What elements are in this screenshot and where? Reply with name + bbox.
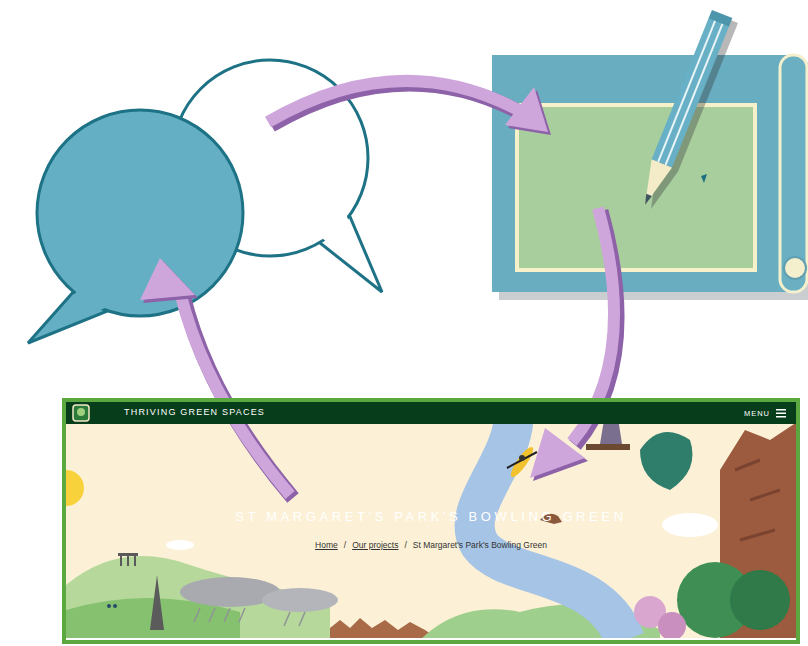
arrow-body: [180, 292, 290, 495]
tree: [730, 570, 790, 630]
crumb-text-group: Home / Our projects / St Margaret's Park's B…: [66, 540, 796, 550]
scroll-roll-end: [784, 257, 806, 279]
rock-cracks: [735, 460, 780, 540]
breadcrumb-separator: /: [344, 540, 346, 550]
small-cloud: [166, 540, 194, 550]
cycle-arrows: [180, 81, 617, 498]
teal-bubble-join: [36, 288, 112, 337]
site-header-bar: THRIVING GREEN SPACES MENU: [66, 402, 796, 424]
monument-column: [127, 556, 129, 566]
monument-column: [120, 556, 122, 566]
pencil-lead: [642, 194, 652, 206]
rain-cloud: [262, 588, 338, 612]
menu-icon-line: [776, 409, 786, 411]
arrowhead: [505, 87, 548, 132]
page-illustration: [66, 402, 796, 638]
pencil-stripe: [666, 23, 723, 165]
pencil-wood: [635, 159, 672, 209]
kayaker: [519, 455, 525, 461]
breadcrumb-link: Home: [315, 540, 338, 550]
page-title: ST MARGARET'S PARK'S BOWLING GREEN: [235, 509, 626, 524]
menu-icon-line: [776, 416, 786, 418]
menu-icon: [776, 409, 786, 418]
site-logo: [72, 404, 90, 422]
site-name: THRIVING GREEN SPACES: [124, 407, 265, 417]
arrowhead: [140, 258, 195, 300]
pencil-body: [652, 17, 730, 167]
leaves: [640, 432, 693, 490]
logo-badge: [73, 405, 89, 421]
title-text-group: ST MARGARET'S PARK'S BOWLING GREEN: [66, 509, 796, 524]
rain-lines: [194, 608, 305, 626]
web-page-frame: THRIVING GREEN SPACES MENU ST MARGARET'S P…: [62, 398, 800, 644]
logo-tree: [77, 408, 85, 416]
town-roofs: [330, 618, 440, 638]
breadcrumb-separator: /: [404, 540, 406, 550]
left-text-group: THRIVING GREEN SPACES: [124, 407, 265, 417]
right-text-group: MENU: [744, 409, 770, 418]
blossom: [658, 612, 686, 638]
breadcrumb-link: Our projects: [352, 540, 398, 550]
scroll-sheet: [492, 55, 792, 292]
bench: [586, 444, 630, 450]
arrow-shadow: [183, 295, 293, 498]
spire: [150, 575, 164, 630]
menu-icon-line: [776, 413, 786, 415]
breadcrumb-current: St Margaret's Park's Bowling Green: [413, 540, 547, 550]
walker: [107, 604, 111, 608]
sun: [66, 470, 84, 506]
teal-speech-bubble: [37, 110, 243, 316]
walker: [113, 604, 117, 608]
pencil: [635, 10, 733, 209]
pencil-mark: [701, 174, 707, 183]
arrowhead: [530, 428, 585, 478]
monument-column: [134, 556, 136, 566]
white-bush: [662, 513, 718, 537]
drawing-canvas: [517, 105, 755, 270]
rock-cliff: [720, 420, 796, 638]
paddle: [507, 452, 537, 468]
pencil-stripe: [658, 20, 715, 162]
white-bubble-join: [315, 212, 376, 284]
pencil-cap: [709, 10, 733, 27]
scroll-roll: [780, 55, 807, 292]
menu-label: MENU: [744, 409, 770, 418]
monument-roof: [118, 553, 138, 556]
arrow-body: [268, 81, 522, 122]
